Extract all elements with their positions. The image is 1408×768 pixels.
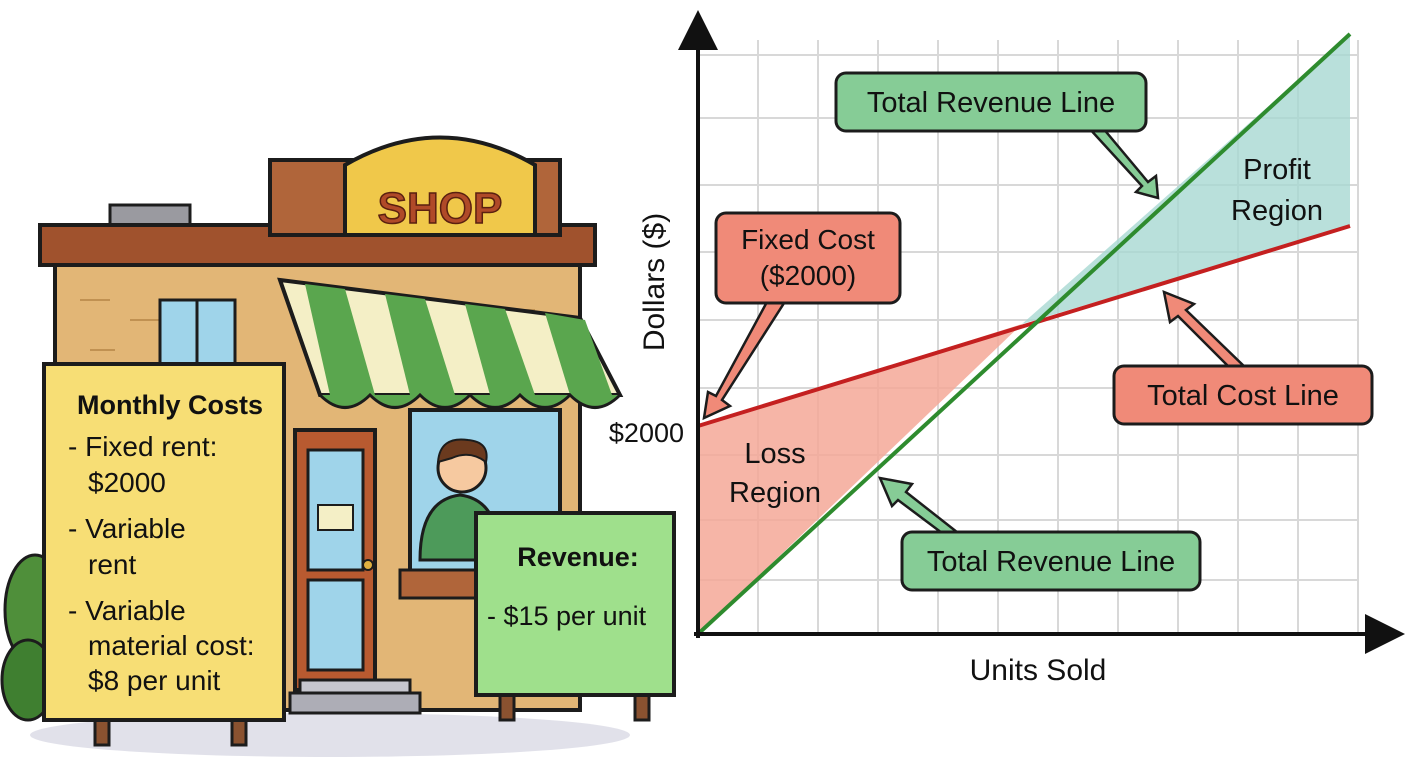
callout-total-cost-text: Total Cost Line	[1147, 380, 1339, 412]
monthly-costs-title: Monthly Costs	[77, 390, 263, 420]
monthly-costs-board: Monthly Costs - Fixed rent: $2000 - Vari…	[42, 362, 286, 747]
revenue-title: Revenue:	[517, 542, 639, 572]
profit-region-label-line2: Region	[1231, 195, 1323, 227]
loss-region-label-line1: Loss	[744, 438, 805, 470]
profit-region-label-line1: Profit	[1243, 154, 1311, 186]
shop-sign-text: SHOP	[378, 184, 503, 233]
total-revenue-line	[696, 32, 1352, 636]
callout-fixed-cost: Fixed Cost ($2000)	[702, 211, 902, 421]
cost-item-material-line1: - Variable	[68, 595, 186, 626]
callout-total-cost: Total Cost Line	[1112, 289, 1374, 426]
callout-total-revenue-bottom: Total Revenue Line	[877, 476, 1202, 592]
break-even-graph: Units Sold Dollars ($) $2000 Profit Regi…	[609, 10, 1405, 687]
callout-total-revenue-top-text: Total Revenue Line	[867, 87, 1115, 119]
shop-door	[293, 428, 377, 692]
callout-total-revenue-top: Total Revenue Line	[834, 71, 1160, 200]
profit-region	[1022, 34, 1350, 324]
cost-item-fixed-line1: - Fixed rent:	[68, 431, 217, 462]
revenue-board: Revenue: - $15 per unit	[474, 511, 676, 722]
callout-fixed-cost-line2: ($2000)	[760, 260, 857, 291]
shop-sign: SHOP	[343, 135, 537, 237]
cost-item-material-line2: material cost:	[88, 630, 255, 661]
cost-item-variable-rent-line2: rent	[88, 549, 136, 580]
y-axis-label: Dollars ($)	[638, 213, 671, 351]
y-tick-2000: $2000	[609, 418, 684, 448]
revenue-item: - $15 per unit	[487, 601, 647, 631]
cost-item-material-line3: $8 per unit	[88, 665, 221, 696]
cost-item-variable-rent-line1: - Variable	[68, 513, 186, 544]
striped-awning	[277, 277, 624, 409]
loss-region-label-line2: Region	[729, 477, 821, 509]
callout-total-revenue-bottom-text: Total Revenue Line	[927, 546, 1175, 578]
callout-fixed-cost-line1: Fixed Cost	[741, 224, 875, 255]
total-cost-line	[697, 224, 1351, 428]
x-axis-label: Units Sold	[970, 654, 1107, 687]
cost-item-fixed-line2: $2000	[88, 467, 166, 498]
